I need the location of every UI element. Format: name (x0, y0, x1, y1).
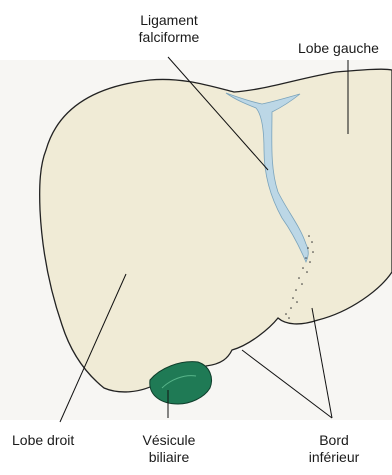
label-ligament-line2: falciforme (114, 29, 224, 46)
label-bord-line2: inférieur (294, 449, 374, 466)
label-ligament-falciforme: Ligament falciforme (114, 12, 224, 46)
label-lobe-gauche-text: Lobe gauche (298, 40, 379, 57)
label-lobe-gauche: Lobe gauche (298, 40, 379, 57)
label-bord-line1: Bord (294, 432, 374, 449)
label-vesicule-line2: biliaire (124, 449, 214, 466)
label-lobe-droit: Lobe droit (12, 432, 74, 449)
label-bord-inferieur: Bord inférieur (294, 432, 374, 466)
label-lobe-droit-text: Lobe droit (12, 432, 74, 449)
label-vesicule-biliaire: Vésicule biliaire (124, 432, 214, 466)
label-vesicule-line1: Vésicule (124, 432, 214, 449)
label-ligament-line1: Ligament (114, 12, 224, 29)
